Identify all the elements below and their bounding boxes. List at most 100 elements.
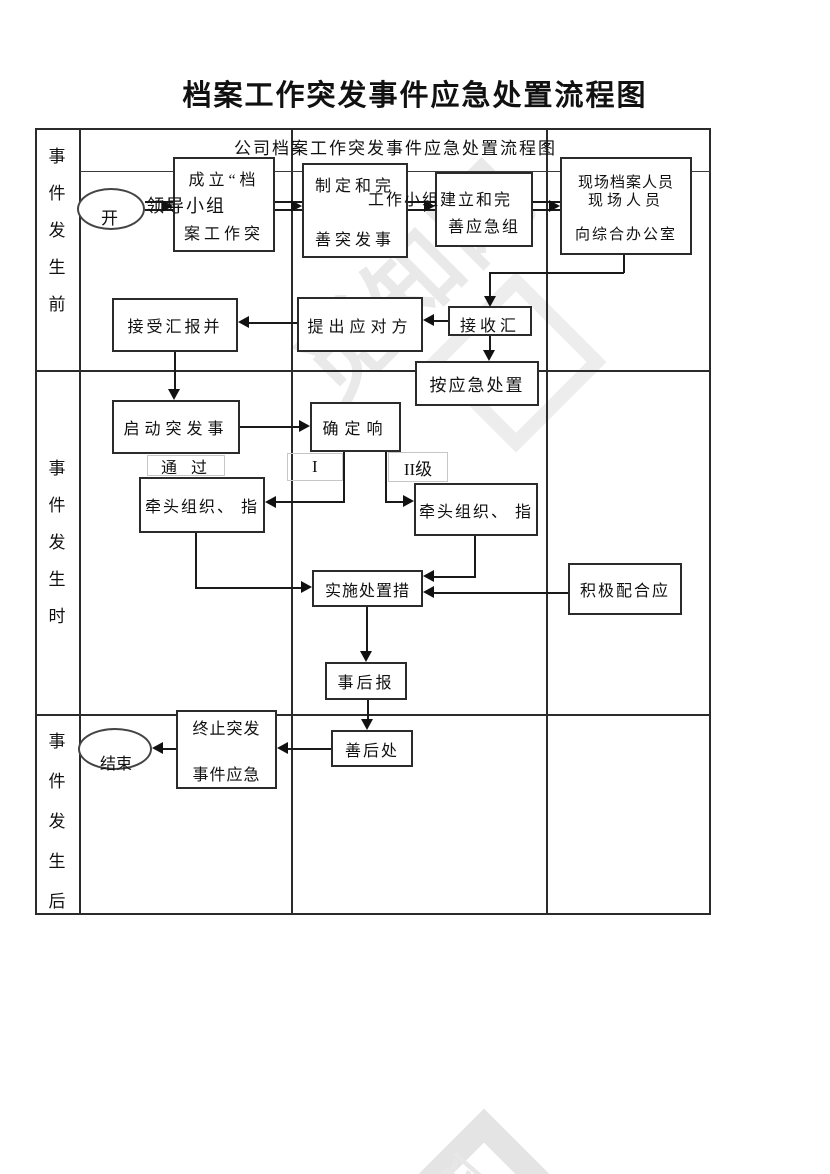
- connector-line: [343, 452, 345, 503]
- arrow-head: [423, 586, 434, 598]
- connector-line: [366, 607, 368, 653]
- scene-staff-line1: 现场档案人员: [577, 175, 674, 191]
- setup-group-box: 成立“档 案工作突: [173, 157, 275, 252]
- arrow-head: [277, 742, 288, 754]
- per-plan-label: 按应急处置: [429, 376, 525, 395]
- terminate-response-box: 终止突发 事件应急: [176, 710, 277, 789]
- arrow-head: [484, 296, 496, 307]
- connector-line: [367, 700, 369, 721]
- connector-line: [240, 426, 300, 428]
- arrow-head: [549, 200, 560, 212]
- receive-report-label: 接收汇: [459, 318, 520, 335]
- level1-label: I: [312, 457, 318, 476]
- start-label: 开: [101, 209, 118, 228]
- connector-line: [408, 201, 435, 211]
- emergency-team-line2: 善应急组: [447, 219, 520, 236]
- section-divider-2: [35, 714, 711, 716]
- end-label: 结束: [100, 756, 133, 773]
- lead-organize-left-box: 牵头组织、 指: [139, 477, 265, 533]
- connector-line: [433, 576, 476, 578]
- arrow-head: [162, 200, 173, 212]
- pass-label-box: 通过: [147, 455, 225, 477]
- launch-plan-box: 启动突发事: [112, 400, 240, 454]
- lane-label-after: 事件发生后: [48, 732, 66, 911]
- connector-line: [623, 255, 625, 273]
- arrow-head: [152, 742, 163, 754]
- section-divider-1: [35, 370, 711, 372]
- arrow-head: [360, 651, 372, 662]
- draft-plan-box: 制定和完 善突发事: [302, 163, 408, 258]
- terminate-line1: 终止突发: [192, 720, 261, 738]
- connector-line: [385, 452, 387, 503]
- arrow-head: [483, 350, 495, 361]
- connector-line: [489, 272, 624, 274]
- connector-line: [489, 272, 491, 297]
- connector-line: [162, 748, 176, 750]
- launch-plan-label: 启动突发事: [123, 421, 229, 438]
- draft-plan-line2: 善突发事: [314, 231, 395, 249]
- scene-staff-box: 现场档案人员 现场人员 向综合办公室: [560, 157, 692, 255]
- aftermath-label: 善后处: [344, 742, 399, 760]
- aftermath-box: 善后处: [331, 730, 413, 767]
- connector-line: [533, 201, 560, 211]
- confirm-level-label: 确定响: [322, 421, 389, 438]
- per-plan-box: 按应急处置: [415, 361, 539, 406]
- lane-label-before: 事件发生前: [48, 147, 66, 314]
- connector-line: [433, 320, 448, 322]
- after-report-label: 事后报: [337, 675, 395, 692]
- end-ellipse: 结束: [78, 728, 152, 773]
- arrow-head: [361, 719, 373, 730]
- propose-measures-box: 提出应对方: [297, 297, 423, 352]
- connector-line: [489, 336, 491, 352]
- page-title: 档案工作突发事件应急处置流程图: [182, 80, 648, 112]
- connector-line: [385, 501, 404, 503]
- level2-label: II级: [403, 459, 433, 479]
- arrow-head: [423, 570, 434, 582]
- start-ellipse: 开: [77, 188, 145, 230]
- grid-vline-2: [546, 128, 548, 915]
- after-report-box: 事后报: [325, 662, 407, 700]
- table-header: 公司档案工作突发事件应急处置流程图: [234, 139, 557, 158]
- connector-line: [433, 592, 568, 594]
- grid-vline-1: [291, 128, 293, 915]
- arrow-head: [301, 581, 312, 593]
- setup-group-line1: 成立“档: [188, 171, 260, 189]
- connector-line: [287, 748, 331, 750]
- arrow-head: [299, 420, 310, 432]
- lead-organize-right-box: 牵头组织、 指: [414, 483, 538, 536]
- arrow-head: [238, 316, 249, 328]
- arrow-head: [424, 200, 435, 212]
- accept-report-label: 接受汇报并: [127, 319, 223, 336]
- connector-line: [275, 501, 345, 503]
- receive-report-box: 接收汇: [448, 306, 532, 336]
- scene-staff-line3: 向综合办公室: [574, 227, 677, 243]
- connector-line: [275, 201, 302, 211]
- leading-group-note: 领导小组: [146, 196, 226, 216]
- implement-measures-box: 实施处置措: [312, 570, 423, 607]
- setup-group-line2: 案工作突: [183, 225, 264, 243]
- arrow-head: [168, 389, 180, 400]
- terminate-line2: 事件应急: [192, 766, 261, 784]
- draft-plan-line1: 制定和完: [314, 177, 395, 195]
- table-border: [35, 128, 711, 915]
- arrow-head: [423, 314, 434, 326]
- level1-label-box: I: [287, 453, 343, 481]
- arrow-head: [265, 496, 276, 508]
- emergency-team-overflow: 工作小组建立和完: [368, 192, 513, 209]
- connector-line: [195, 587, 302, 589]
- confirm-level-box: 确定响: [310, 402, 401, 452]
- lane-label-during: 事件发生时: [48, 459, 66, 626]
- lead-organize-left-label: 牵头组织、 指: [144, 499, 259, 516]
- connector-line: [145, 201, 173, 211]
- lane-divider: [79, 128, 81, 915]
- lead-organize-right-label: 牵头组织、 指: [418, 503, 533, 521]
- pass-label: 通过: [160, 459, 221, 477]
- connector-line: [195, 533, 197, 589]
- emergency-team-box: 善应急组: [435, 172, 533, 247]
- connector-line: [174, 352, 176, 390]
- connector-line: [474, 536, 476, 578]
- cooperate-label: 积极配合应: [579, 583, 670, 600]
- connector-line: [248, 322, 297, 324]
- scene-staff-line2: 现场人员: [587, 193, 664, 209]
